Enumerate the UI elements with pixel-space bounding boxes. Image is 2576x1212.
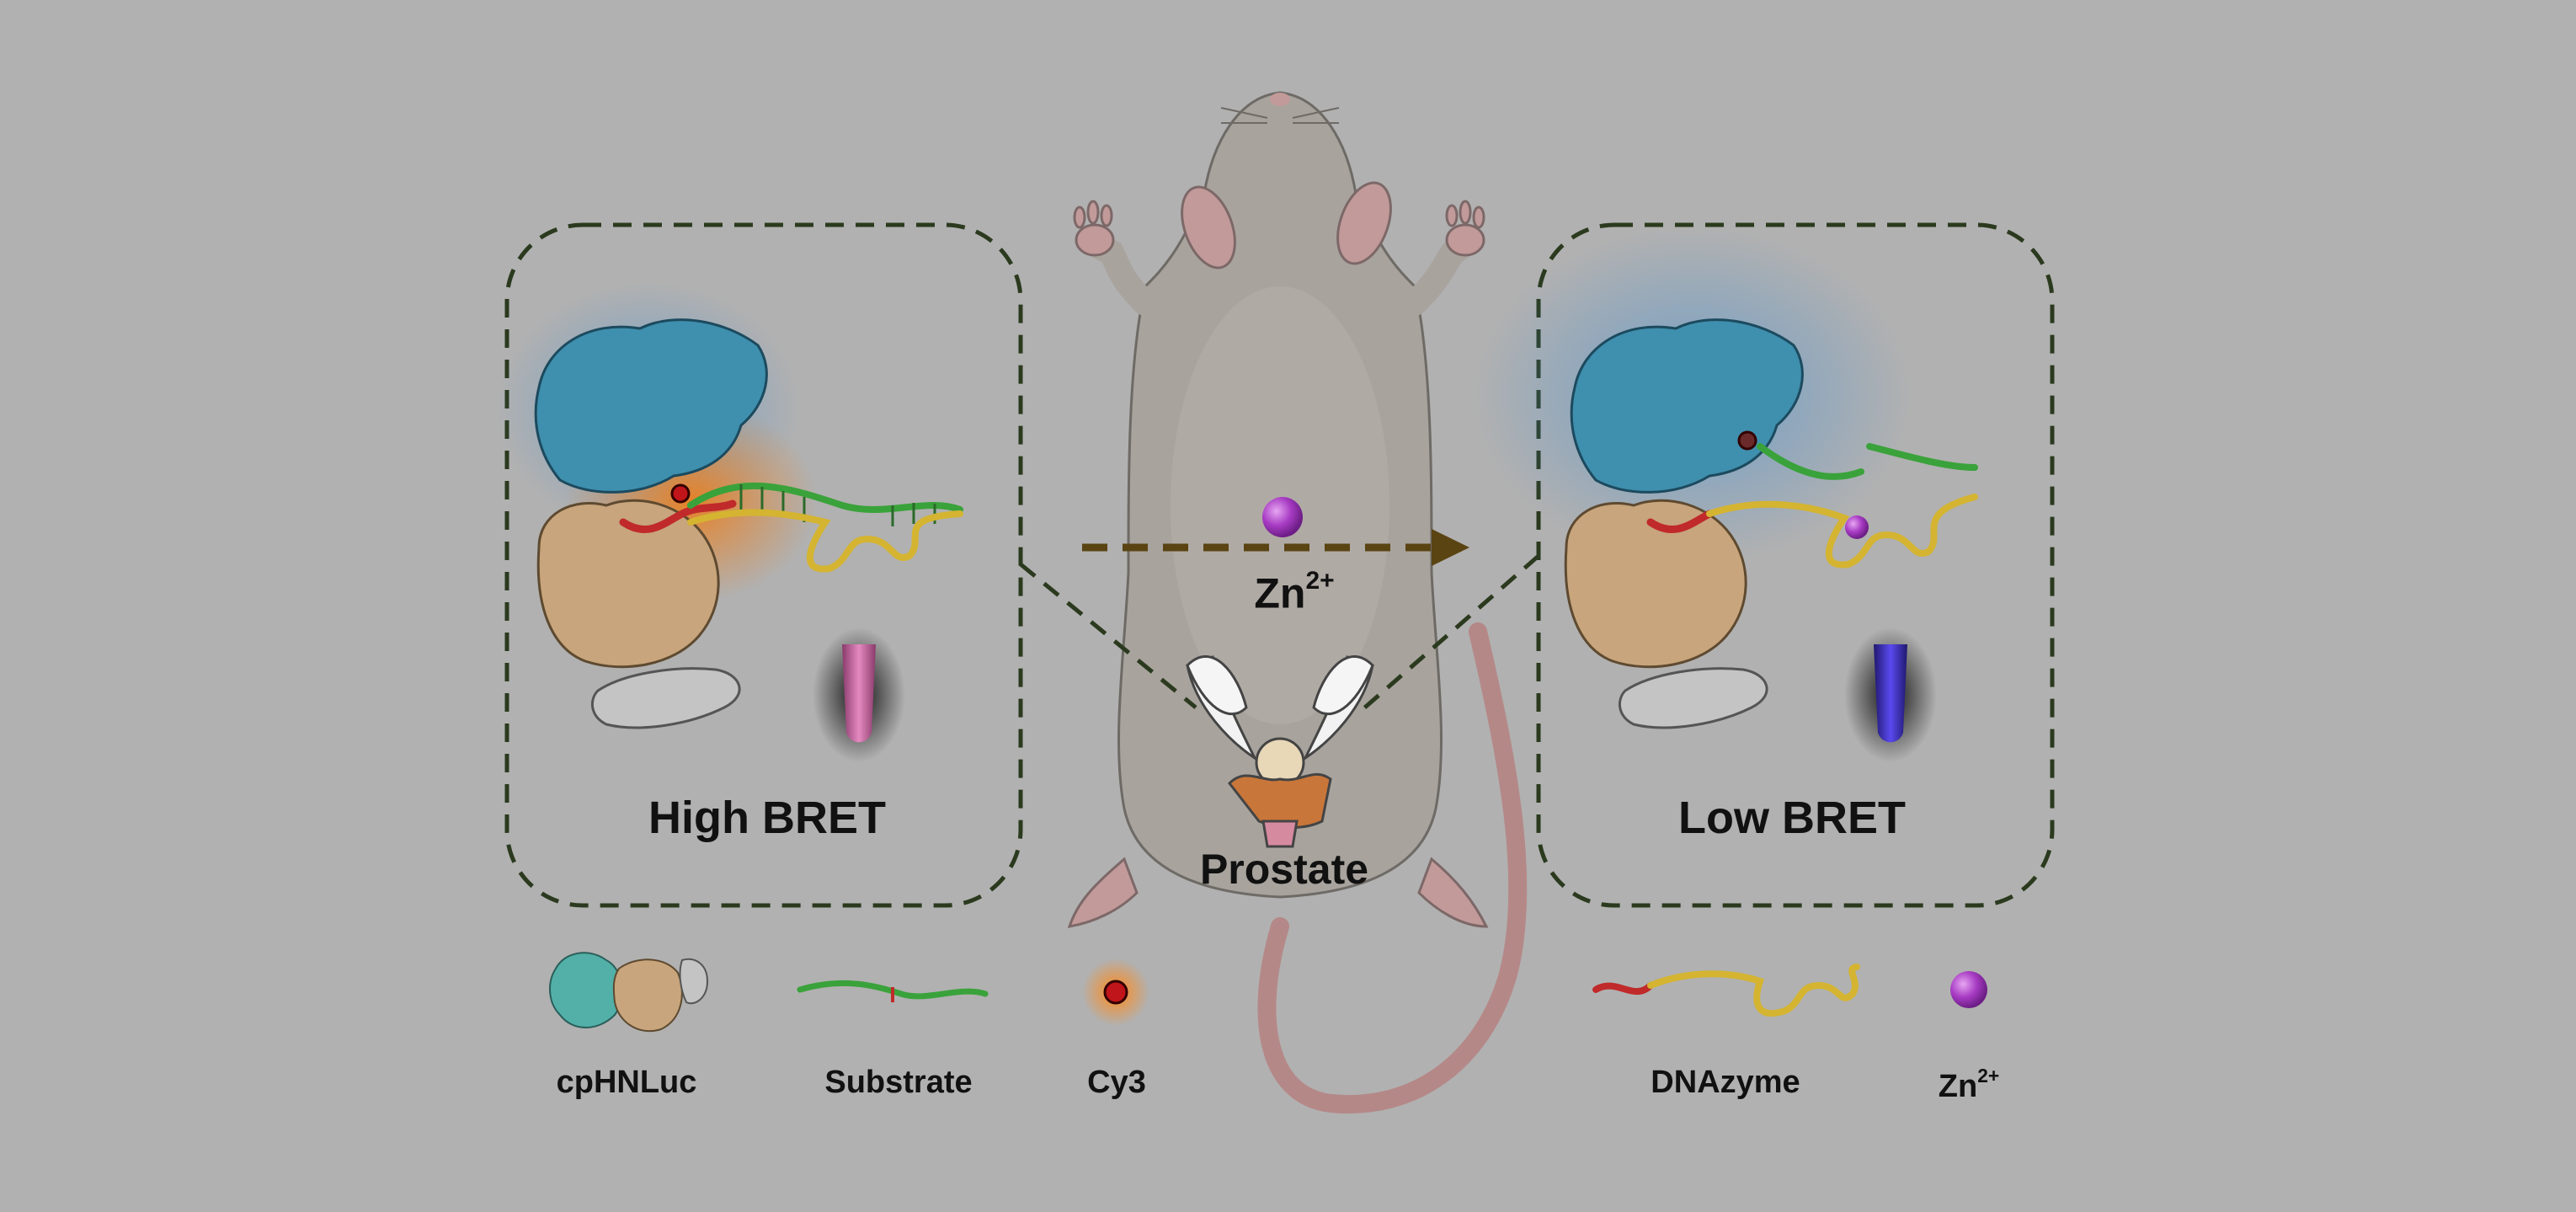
left-panel-label: High BRET (648, 792, 886, 844)
legend-label-cphnluc: cpHNLuc (557, 1065, 697, 1101)
mouse-nose (1270, 93, 1290, 106)
legend-icon-zinc (1950, 971, 1987, 1008)
right-panel-art (1474, 227, 1975, 762)
luciferase-gray-domain-left (592, 669, 739, 728)
zinc-ion-center (1262, 497, 1303, 537)
zinc-ion-right (1845, 515, 1869, 539)
left-panel-art (497, 282, 960, 762)
cy3-dot-left (672, 485, 689, 502)
mouse-hind-foot-right (1419, 859, 1486, 926)
legend-label-cy3: Cy3 (1087, 1065, 1146, 1101)
legend-icon-cphnluc (550, 953, 707, 1031)
legend-label-zinc: Zn2+ (1939, 1065, 1999, 1105)
arrow-zinc-label: Zn2+ (1254, 567, 1334, 618)
legend-icon-cy3 (1082, 958, 1149, 1026)
mouse-paw-left (1075, 201, 1113, 255)
legend-label-dnazyme: DNAzyme (1651, 1065, 1800, 1101)
right-panel-label: Low BRET (1678, 792, 1906, 844)
legend-label-substrate: Substrate (824, 1065, 972, 1101)
luciferase-gray-domain-right (1619, 669, 1767, 728)
tube-pink (842, 644, 876, 742)
legend-icon-substrate (800, 983, 985, 1002)
tube-blue (1874, 644, 1907, 742)
mouse-paw-right (1447, 201, 1484, 255)
legend-icon-dnazyme (1596, 967, 1857, 1013)
mouse-hind-foot-left (1069, 859, 1137, 926)
prostate-label: Prostate (1200, 845, 1368, 894)
